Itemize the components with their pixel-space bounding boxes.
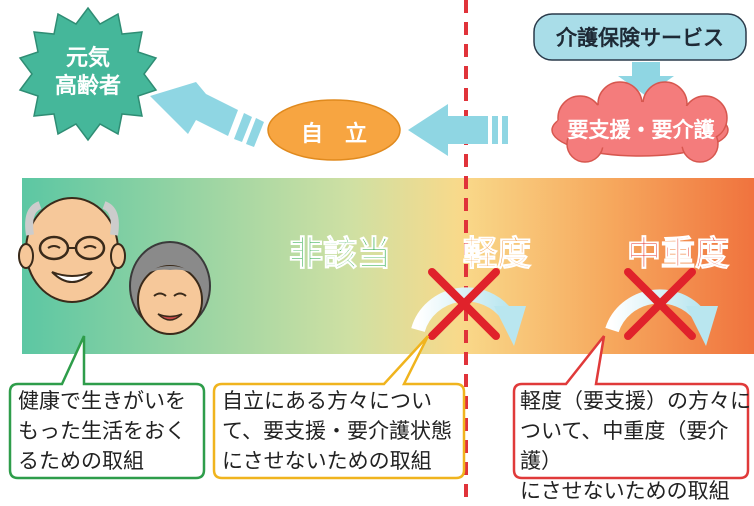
- yellow-callout-box: [212, 335, 466, 480]
- mild-blocked-arrow: [411, 268, 526, 346]
- severe-blocked-arrow: [605, 268, 718, 346]
- down-arrow: [618, 62, 674, 96]
- arrow-cloud-to-oval: [408, 104, 508, 156]
- starburst-badge: [18, 6, 158, 142]
- independent-oval: [267, 99, 401, 161]
- service-box-label: 介護保険サービス: [556, 26, 724, 50]
- label-mild: 軽度: [463, 234, 532, 275]
- oval-label: 自 立: [300, 122, 367, 147]
- green-callout-box: [8, 335, 206, 480]
- yellow-callout-text: 自立にある方々につい て、要支援・要介護状態 にさせないための取組: [222, 389, 452, 473]
- arrow-oval-to-starburst: [150, 82, 264, 147]
- starburst-line2: 高齢者: [54, 74, 121, 99]
- red-callout-text: 軽度（要支援）の方々に ついて、中重度（要介護） にさせないための取組: [520, 389, 751, 503]
- green-callout-text: 健康で生きがいを もった生活をおく るための取組: [18, 389, 186, 473]
- elderly-woman-illustration: [129, 241, 211, 335]
- red-callout-box: [512, 335, 750, 480]
- elderly-man-illustration: [18, 197, 126, 303]
- cloud-label: 要支援・要介護: [567, 118, 715, 142]
- starburst-line1: 元気: [65, 46, 110, 71]
- label-not-applicable: 非該当: [289, 234, 392, 275]
- label-moderate-severe: 中重度: [627, 234, 730, 275]
- service-box: [533, 13, 747, 61]
